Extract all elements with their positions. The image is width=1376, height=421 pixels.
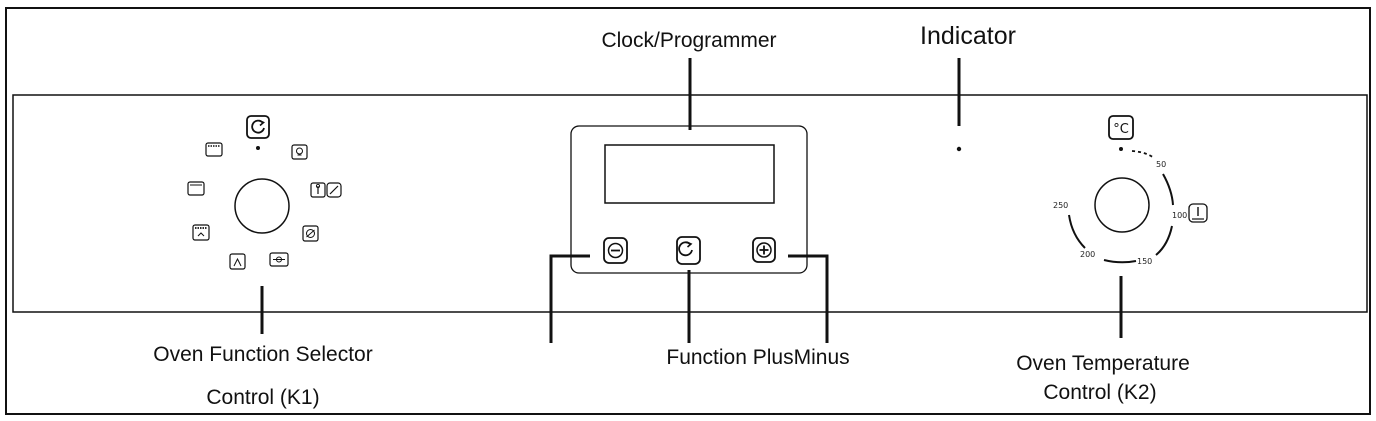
label-oven-function-line2: Control (K1) bbox=[206, 386, 319, 409]
oven-cavity-icon bbox=[187, 181, 205, 196]
pizza-icon bbox=[269, 252, 289, 267]
scale-arc bbox=[1131, 150, 1155, 159]
temperature-position-dot bbox=[1119, 147, 1123, 151]
bottom-heat-icon bbox=[192, 224, 210, 241]
label-function-plus-minus: Function PlusMinus bbox=[666, 346, 849, 369]
indicator-light bbox=[956, 146, 962, 152]
oven-temperature-control[interactable]: °C 50 100 150 200 250 bbox=[1053, 115, 1208, 266]
scale-arc bbox=[1155, 225, 1173, 256]
clock-programmer bbox=[570, 125, 808, 274]
top-heat-icon bbox=[205, 142, 223, 157]
function-cycle-icon bbox=[246, 115, 270, 139]
leader-plus-button bbox=[788, 254, 829, 343]
selector-position-dot bbox=[256, 146, 260, 150]
tick-label-50: 50 bbox=[1156, 160, 1166, 169]
scale-arc bbox=[1103, 259, 1137, 264]
light-icon bbox=[291, 144, 308, 160]
oven-function-selector[interactable] bbox=[187, 115, 342, 270]
thermometer-icon bbox=[1188, 203, 1208, 223]
programmer-display bbox=[604, 144, 775, 204]
fan-heat-icon bbox=[229, 253, 246, 270]
label-oven-temperature-line2: Control (K2) bbox=[1043, 381, 1156, 404]
minus-button[interactable] bbox=[603, 237, 628, 264]
scale-arc bbox=[1068, 214, 1086, 249]
label-oven-temperature-line1: Oven Temperature bbox=[1016, 352, 1190, 375]
fan-icon bbox=[302, 225, 319, 242]
scale-arc bbox=[1162, 173, 1174, 206]
tick-label-100: 100 bbox=[1172, 211, 1187, 220]
label-indicator: Indicator bbox=[920, 22, 1016, 50]
label-oven-function-line1: Oven Function Selector bbox=[153, 343, 372, 366]
tick-label-150: 150 bbox=[1137, 257, 1152, 266]
plus-button[interactable] bbox=[752, 237, 776, 263]
grill-icon bbox=[310, 182, 326, 198]
tick-label-200: 200 bbox=[1080, 250, 1095, 259]
function-button[interactable] bbox=[676, 236, 701, 265]
label-clock-programmer: Clock/Programmer bbox=[601, 29, 776, 52]
leader-minus-button bbox=[549, 254, 590, 343]
function-selector-knob[interactable] bbox=[234, 178, 290, 234]
celsius-symbol: °C bbox=[1113, 122, 1129, 137]
diagram-frame bbox=[5, 7, 1371, 415]
temperature-knob[interactable] bbox=[1094, 177, 1150, 233]
tick-label-250: 250 bbox=[1053, 201, 1068, 210]
celsius-icon: °C bbox=[1108, 115, 1134, 140]
defrost-icon bbox=[326, 182, 342, 198]
